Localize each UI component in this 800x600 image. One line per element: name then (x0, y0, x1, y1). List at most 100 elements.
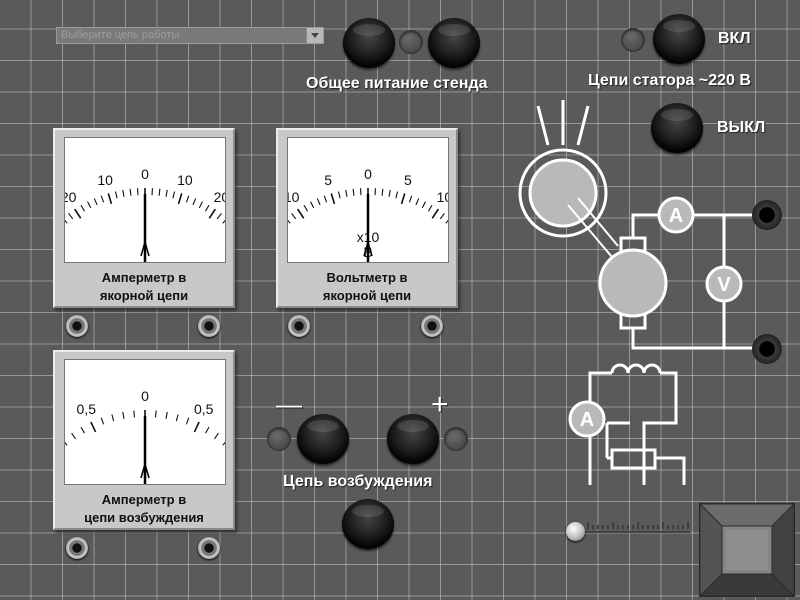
terminal[interactable] (198, 537, 220, 559)
armature-ammeter-scale-tick (68, 212, 74, 220)
excitation-ammeter-scale-tick (111, 414, 115, 422)
armature-jack-top[interactable] (752, 200, 782, 230)
excitation-ammeter-scale-tick (165, 411, 168, 419)
excitation-slider-knob[interactable] (566, 522, 585, 541)
excitation-ammeter-scale-tick (71, 432, 77, 440)
excitation-ammeter: 10,500,51 Амперметр в цепи возбуждения (53, 350, 235, 530)
armature-voltmeter-scale-label: 10 (288, 189, 300, 205)
armature-jack-bottom[interactable] (752, 334, 782, 364)
terminal[interactable] (66, 315, 88, 337)
excitation-power-button[interactable] (342, 499, 394, 549)
armature-voltmeter-needle-arrow-icon (363, 239, 373, 257)
stator-circuit-label: Цепи статора ~220 В (588, 72, 751, 89)
stator-off-label: ВЫКЛ (717, 119, 766, 136)
armature-voltmeter-scale-tick (408, 195, 413, 203)
armature-voltmeter-scale-tick (352, 188, 355, 196)
excitation-ammeter-face: 10,500,51 (64, 359, 226, 485)
main-power-off-button[interactable] (343, 18, 395, 68)
armature-ammeter-scale-tick (114, 191, 118, 199)
armature-voltmeter-scale-tick (330, 193, 336, 205)
circuit-select[interactable]: Выберите цепь работы (56, 27, 324, 44)
armature-voltmeter-scale-tick (439, 212, 445, 220)
armature-voltmeter-scale-tick (428, 204, 433, 212)
excitation-ammeter-caption-1: Амперметр в (101, 492, 187, 507)
armature-ammeter-scale-label: 10 (177, 172, 193, 188)
armature-voltmeter-scale-tick (381, 188, 384, 196)
armature-voltmeter-scale-label: 5 (404, 172, 412, 188)
armature-voltmeter: 15105051015x10В Вольтметр в якорной цепи (276, 128, 458, 308)
excitation-plus-sign: + (431, 388, 449, 421)
excitation-minus-lamp (267, 427, 291, 451)
excitation-ammeter-scale-tick (122, 411, 125, 419)
armature-voltmeter-scale-label: 10 (437, 189, 448, 205)
excitation-ammeter-scale-label: 0 (141, 388, 149, 404)
excitation-circuit-label: Цепь возбуждения (283, 473, 433, 490)
excitation-slider-ticks (587, 522, 689, 529)
armature-ammeter-face: 3020100102030 (64, 137, 226, 263)
armature-voltmeter-scale-tick (323, 195, 328, 203)
armature-ammeter-scale-label: 20 (65, 189, 77, 205)
armature-voltmeter-scale-tick (316, 198, 321, 206)
schematic-excitation-ammeter-symbol: A (580, 409, 594, 431)
armature-ammeter-scale-tick (122, 189, 125, 197)
stator-indicator-lamp (621, 28, 645, 52)
excitation-plus-lamp (444, 427, 468, 451)
armature-ammeter-scale-tick (107, 193, 113, 205)
armature-voltmeter-scale: 15105051015x10В (288, 166, 448, 262)
armature-ammeter-scale-tick (158, 188, 161, 196)
armature-voltmeter-scale-tick (388, 189, 391, 197)
direction-pad[interactable] (698, 502, 796, 598)
excitation-increase-button[interactable] (387, 414, 439, 464)
stator-on-button[interactable] (653, 14, 705, 64)
excitation-ammeter-scale-tick (133, 410, 136, 418)
armature-voltmeter-caption-1: Вольтметр в (326, 270, 408, 285)
armature-voltmeter-caption-2: якорной цепи (322, 288, 412, 303)
chevron-down-icon[interactable] (306, 28, 323, 43)
schematic-ammeter-symbol: A (669, 205, 683, 227)
armature-voltmeter-scale-tick (395, 191, 399, 199)
armature-voltmeter-scale-tick (303, 204, 308, 212)
main-power-indicator-lamp (399, 30, 423, 54)
armature-ammeter-scale: 3020100102030 (65, 166, 225, 262)
excitation-minus-sign: — (276, 389, 302, 419)
excitation-slider-track[interactable] (572, 531, 690, 533)
armature-ammeter-scale-tick (65, 219, 68, 224)
excitation-ammeter-scale-tick (100, 417, 105, 425)
armature-ammeter-scale-tick (100, 195, 105, 203)
armature-voltmeter-scale-label: 0 (364, 166, 372, 182)
excitation-decrease-button[interactable] (297, 414, 349, 464)
armature-ammeter-scale-tick (198, 201, 203, 209)
excitation-ammeter-scale-label: 0,5 (194, 401, 214, 417)
stator-off-button[interactable] (651, 103, 703, 153)
armature-ammeter-scale-tick (208, 208, 217, 219)
armature-ammeter: 3020100102030 Амперметр в якорной цепи (53, 128, 235, 308)
excitation-ammeter-scale-tick (80, 426, 85, 434)
direction-pad-graphic (698, 502, 796, 598)
armature-voltmeter-scale-tick (431, 208, 440, 219)
excitation-ammeter-scale-label: 0,5 (77, 401, 97, 417)
terminal[interactable] (421, 315, 443, 337)
armature-ammeter-scale-tick (216, 212, 222, 220)
armature-voltmeter-scale-tick (296, 208, 305, 219)
terminal[interactable] (198, 315, 220, 337)
armature-ammeter-caption-1: Амперметр в (101, 270, 187, 285)
main-power-on-button[interactable] (428, 18, 480, 68)
stator-on-label: ВКЛ (718, 30, 751, 47)
armature-ammeter-scale-label: 0 (141, 166, 149, 182)
armature-ammeter-scale-tick (129, 188, 132, 196)
armature-ammeter-scale-tick (172, 191, 176, 199)
excitation-ammeter-scale-tick (175, 414, 179, 422)
armature-voltmeter-face: 15105051015x10В (287, 137, 449, 263)
armature-ammeter-scale-label: 30 (65, 243, 66, 259)
armature-ammeter-scale-tick (87, 201, 92, 209)
terminal[interactable] (66, 537, 88, 559)
armature-ammeter-scale-tick (80, 204, 85, 212)
terminal[interactable] (288, 315, 310, 337)
circuit-select-placeholder: Выберите цепь работы (61, 29, 180, 41)
excitation-ammeter-scale-tick (222, 441, 225, 446)
armature-voltmeter-scale-tick (415, 198, 420, 206)
armature-voltmeter-scale-label: 15 (447, 243, 448, 259)
armature-ammeter-scale-tick (185, 195, 190, 203)
armature-ammeter-needle-arrow-icon (140, 239, 150, 257)
excitation-ammeter-scale-tick (185, 417, 190, 425)
